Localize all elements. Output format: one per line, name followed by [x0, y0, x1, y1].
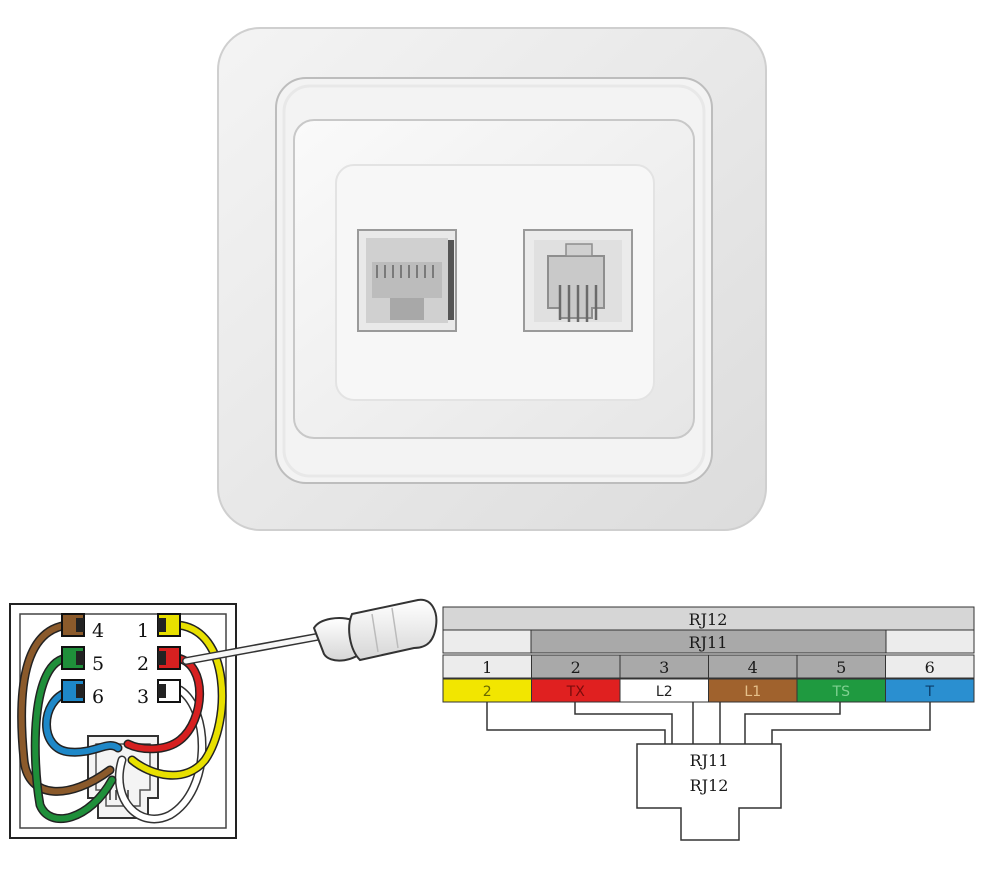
terminal-screw: [158, 651, 166, 665]
pin-signal: L1: [744, 684, 761, 700]
terminal-pin-labels: 4 5 6 1 2 3: [92, 620, 149, 708]
rj-connector-box: RJ11 RJ12: [636, 743, 782, 841]
pin-label-left: 6: [92, 686, 104, 708]
terminal-screw: [76, 684, 84, 698]
pin-label-right: 3: [137, 686, 149, 708]
connector-label-rj12: RJ12: [690, 776, 729, 795]
pin-number: 6: [925, 658, 935, 677]
pin-label-left: 5: [92, 653, 104, 675]
connector-label-rj11: RJ11: [690, 751, 729, 770]
terminal-screw: [158, 684, 166, 698]
wall-socket: [217, 27, 767, 531]
pin-signal: TX: [566, 684, 586, 700]
pin-signal: L2: [656, 684, 673, 700]
pin-label-right: 1: [137, 620, 149, 642]
pin-number: 5: [836, 658, 846, 677]
rj12-header: RJ12: [689, 610, 728, 629]
pin-number: 1: [482, 658, 492, 677]
pin-number: 4: [748, 658, 758, 677]
pin-signal: TS: [832, 684, 851, 700]
pin-number: 2: [571, 658, 581, 677]
terminal-screw: [76, 618, 84, 632]
pin-signal: T: [924, 684, 934, 700]
terminal-screw: [158, 618, 166, 632]
pin-signal: 2: [483, 684, 492, 700]
rj11-header: RJ11: [689, 633, 728, 652]
terminal-contacts: [61, 613, 181, 703]
rj11-jack: [523, 229, 633, 332]
pin-number: 3: [659, 658, 669, 677]
screwdriver-icon: [182, 598, 438, 665]
connector-lines: [486, 702, 931, 744]
rj45-jack: [357, 229, 457, 332]
terminal-wires: [17, 620, 227, 824]
pin-number-cell: [885, 654, 975, 679]
pin-label-left: 4: [92, 620, 104, 642]
pin-label-right: 2: [137, 653, 149, 675]
terminal-screw: [76, 651, 84, 665]
